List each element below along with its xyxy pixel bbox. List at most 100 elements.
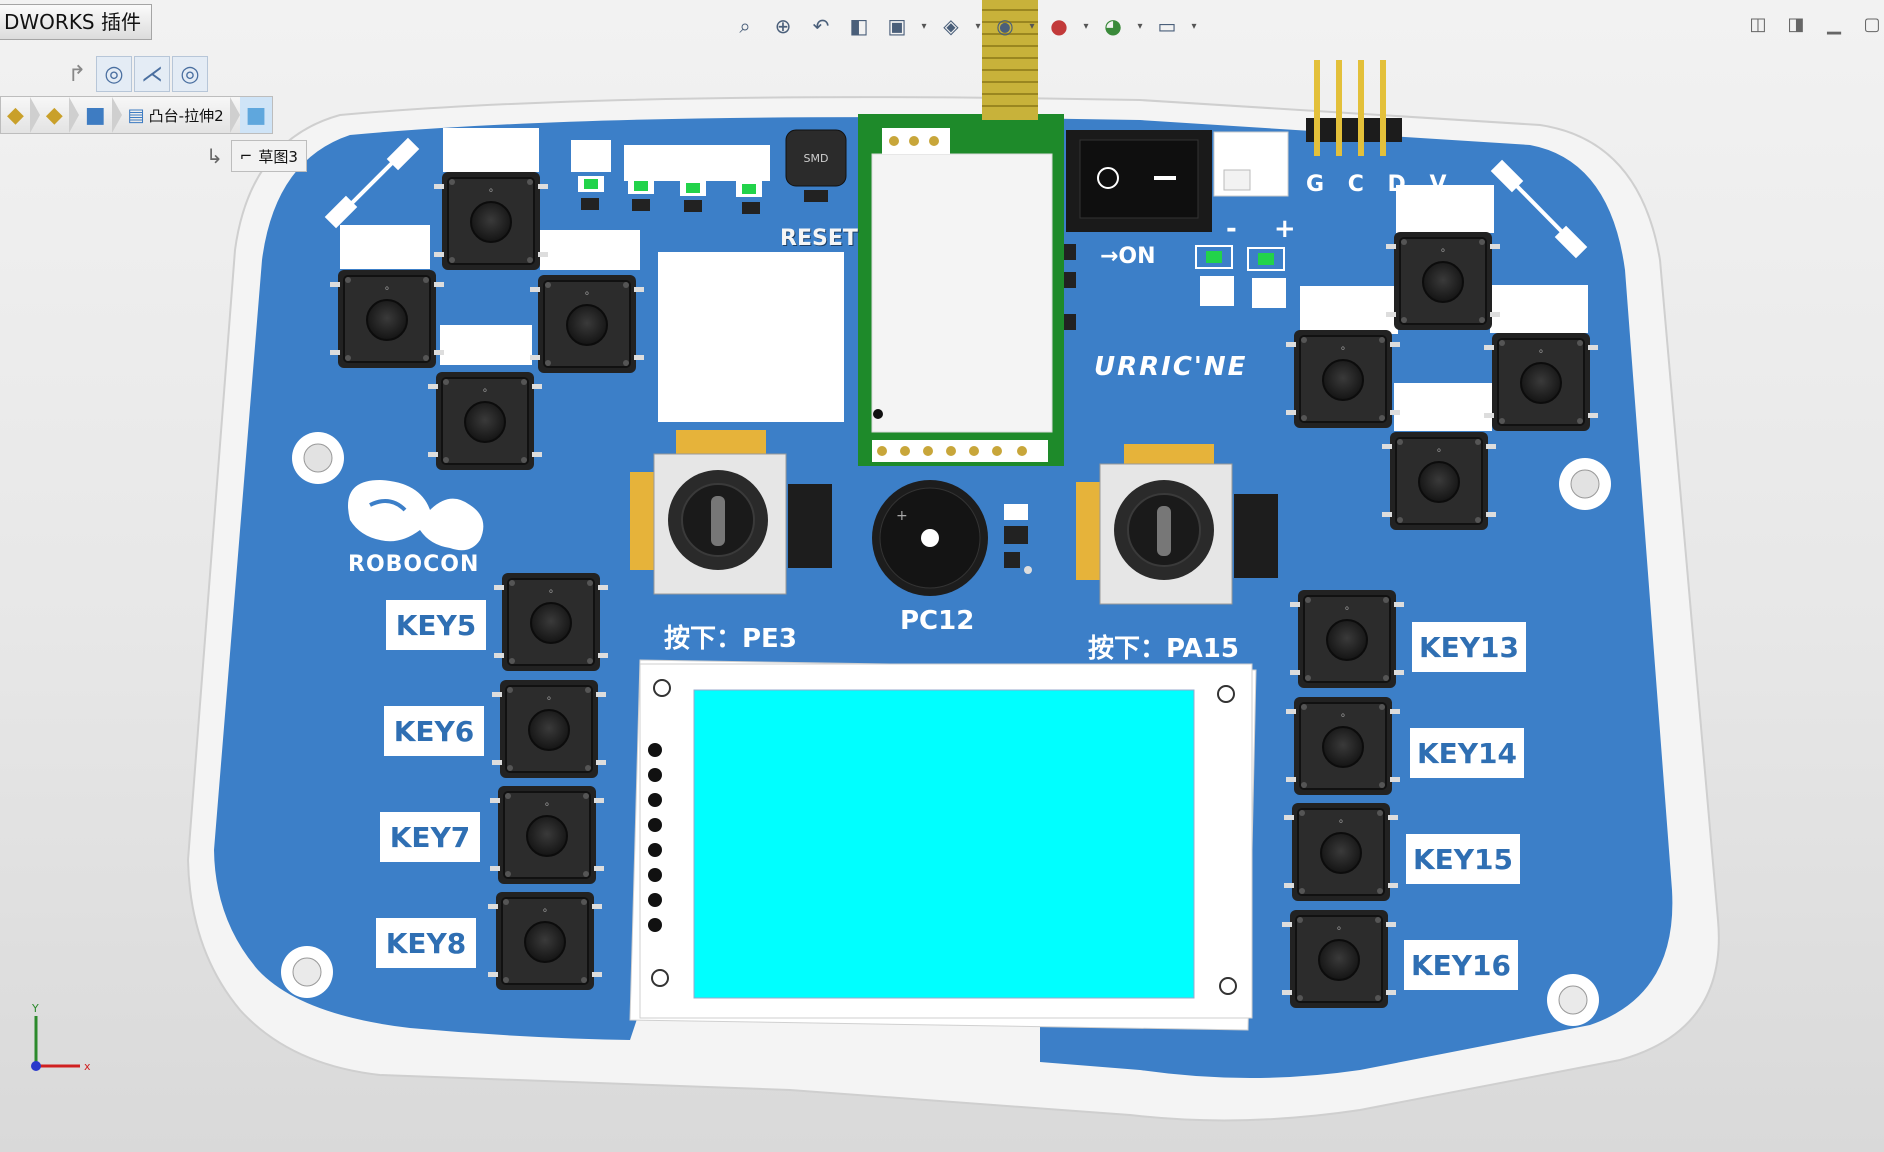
joystick-left[interactable] xyxy=(630,430,832,595)
split-right-icon[interactable]: ◨ xyxy=(1787,13,1805,35)
heads-up-view-toolbar: ⌕ ⊕ ↶ ◧ ▣ ▾ ◈ ▾ ◉ ▾ ● ▾ ◕ ▾ ▭ ▾ xyxy=(728,8,1200,44)
tact-switch-key5[interactable] xyxy=(493,566,609,678)
buzzer-label: PC12 xyxy=(900,606,975,636)
sketch-crumb[interactable]: ⌐ 草图3 xyxy=(230,140,307,172)
tab-solidworks-addins[interactable]: DWORKS 插件 xyxy=(0,4,152,40)
section-view-icon[interactable]: ◧ xyxy=(849,14,869,38)
chevron-down-icon[interactable]: ▾ xyxy=(1191,20,1197,32)
robocon-logo xyxy=(348,480,484,551)
battery-connector xyxy=(1213,131,1289,197)
battery-polarity: - + xyxy=(1226,214,1310,244)
chevron-down-icon[interactable]: ▾ xyxy=(1083,20,1089,32)
tact-switch-key13[interactable] xyxy=(1289,583,1405,695)
tact-switch-right-left[interactable] xyxy=(529,268,645,380)
chevron-down-icon[interactable]: ▾ xyxy=(1137,20,1143,32)
tact-switch-key14[interactable] xyxy=(1285,690,1401,802)
subassembly-icon: ◆ xyxy=(45,102,63,128)
sub-arrow-icon: ↳ xyxy=(206,144,223,168)
circle-sketch-icon[interactable]: ◎ xyxy=(96,56,132,92)
arrow-icon[interactable]: ↱ xyxy=(67,61,87,87)
breadcrumb-subassembly[interactable]: ◆ xyxy=(40,97,69,133)
chevron-down-icon[interactable]: ▾ xyxy=(921,20,927,32)
key16-label: KEY16 xyxy=(1404,940,1518,990)
split-left-icon[interactable]: ◫ xyxy=(1749,13,1767,35)
corner-switch-left xyxy=(324,137,420,229)
buzzer: + xyxy=(872,480,1032,596)
breadcrumb-face[interactable]: ■ xyxy=(239,97,273,133)
tact-switch-key7[interactable] xyxy=(489,779,605,891)
breadcrumb-feature[interactable]: ▤ 凸台-拉伸2 xyxy=(122,97,230,133)
key8-label: KEY8 xyxy=(376,918,476,968)
sketch-icon: ⌐ xyxy=(239,147,253,165)
apply-scene-icon[interactable]: ◕ xyxy=(1104,14,1122,38)
zoom-area-icon[interactable]: ⊕ xyxy=(774,14,792,38)
on-label: →ON xyxy=(1100,244,1156,269)
line-sketch-icon[interactable]: ⋌ xyxy=(134,56,170,92)
tact-switch-down-right[interactable] xyxy=(1381,425,1497,537)
restore-icon[interactable]: ▢ xyxy=(1863,13,1881,35)
tact-switch-key15[interactable] xyxy=(1283,796,1399,908)
view-orientation-icon[interactable]: ▣ xyxy=(887,14,907,38)
minimize-icon[interactable]: ▁ xyxy=(1827,13,1841,35)
tact-switch-up-left[interactable] xyxy=(433,165,549,277)
svg-text:+: + xyxy=(896,508,908,524)
key13-label: KEY13 xyxy=(1412,622,1526,672)
breadcrumb-part[interactable]: ■ xyxy=(79,97,112,133)
key15-label: KEY15 xyxy=(1406,834,1520,884)
tact-switch-left-left[interactable] xyxy=(329,263,445,375)
viewport-window-controls: ◫ ◨ ▁ ▢ xyxy=(1746,12,1884,36)
assembly-icon: ◆ xyxy=(7,102,24,128)
status-leds xyxy=(578,176,762,214)
svg-text:x: x xyxy=(84,1060,91,1073)
hide-show-icon[interactable]: ◉ xyxy=(996,14,1014,38)
tact-switch-left-right[interactable] xyxy=(1285,323,1401,435)
previous-view-icon[interactable]: ↶ xyxy=(812,14,830,38)
face-icon: ■ xyxy=(245,102,267,128)
corner-switch-right xyxy=(1490,159,1588,259)
sub-breadcrumb: ↳ ⌐ 草图3 xyxy=(206,140,307,172)
pin-header xyxy=(1306,60,1402,156)
zoom-to-fit-icon[interactable]: ⌕ xyxy=(739,14,751,38)
wireless-module xyxy=(858,0,1064,466)
sketch-crumb-label: 草图3 xyxy=(258,147,298,166)
tact-switch-key8[interactable] xyxy=(487,885,603,997)
breadcrumb: ◆ ◆ ■ ▤ 凸台-拉伸2 ■ xyxy=(0,96,274,134)
lcd-module xyxy=(639,663,1253,1019)
smd-inductor: SMD xyxy=(785,129,847,202)
tact-switch-key6[interactable] xyxy=(491,673,607,785)
tact-switch-up-right[interactable] xyxy=(1385,225,1501,337)
robocon-label: ROBOCON xyxy=(348,552,480,577)
chevron-down-icon[interactable]: ▾ xyxy=(1029,20,1035,32)
selection-tools: ↱ ◎ ⋌ ◎ xyxy=(60,56,208,92)
key5-label: KEY5 xyxy=(386,600,486,650)
brand-label: URRIC'NE xyxy=(1094,352,1248,382)
edit-appearance-icon[interactable]: ● xyxy=(1050,14,1068,38)
mount-holes xyxy=(281,432,1611,1026)
key7-label: KEY7 xyxy=(380,812,480,862)
part-icon: ■ xyxy=(84,102,106,128)
key6-label: KEY6 xyxy=(384,706,484,756)
tact-switch-down-left[interactable] xyxy=(427,365,543,477)
header-pin-labels: G C D V xyxy=(1306,172,1455,197)
breadcrumb-assembly[interactable]: ◆ xyxy=(1,97,30,133)
breadcrumb-feature-label: 凸台-拉伸2 xyxy=(148,106,224,125)
power-switch[interactable] xyxy=(1066,130,1212,232)
feature-icon: ▤ xyxy=(127,104,145,126)
tact-switch-key16[interactable] xyxy=(1281,903,1397,1015)
key14-label: KEY14 xyxy=(1410,728,1524,778)
chevron-down-icon[interactable]: ▾ xyxy=(975,20,981,32)
svg-text:SMD: SMD xyxy=(804,152,829,165)
view-settings-icon[interactable]: ▭ xyxy=(1157,14,1177,38)
coordinate-triad: Y x xyxy=(31,1002,91,1073)
joystick-right-label: 按下：PA15 xyxy=(1088,634,1239,664)
concentric-icon[interactable]: ◎ xyxy=(172,56,208,92)
power-leds xyxy=(1064,244,1286,330)
tact-switch-right-right[interactable] xyxy=(1483,326,1599,438)
svg-text:Y: Y xyxy=(31,1002,39,1015)
joystick-left-label: 按下：PE3 xyxy=(664,624,797,654)
reset-label: RESET xyxy=(780,226,858,251)
joystick-right[interactable] xyxy=(1076,444,1278,605)
display-style-icon[interactable]: ◈ xyxy=(943,14,959,38)
